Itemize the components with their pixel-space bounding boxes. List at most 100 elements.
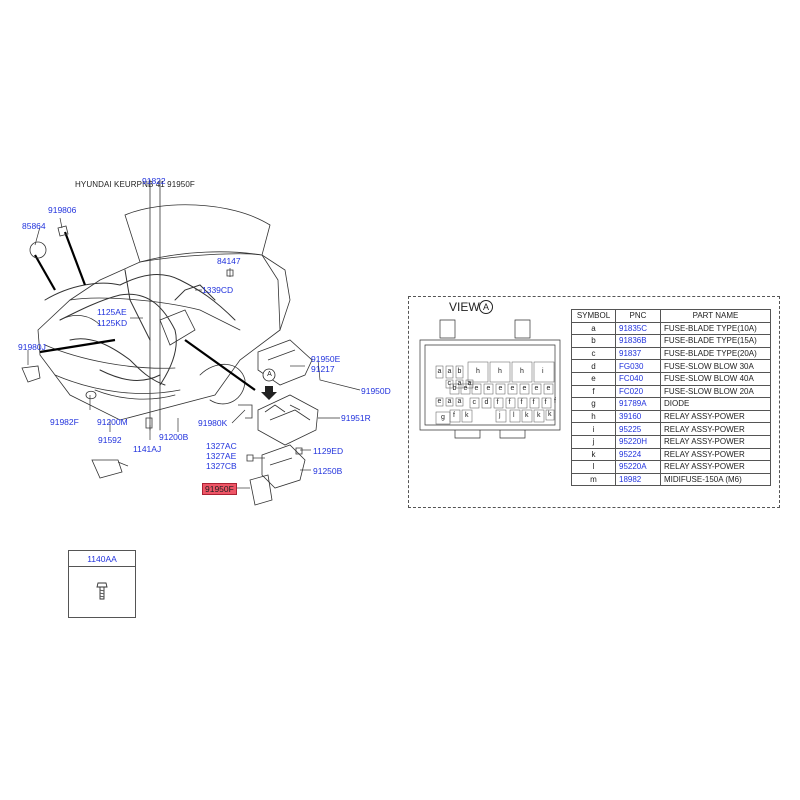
part-label-1129ED[interactable]: 1129ED [313,446,344,456]
row-symbol: a [571,321,616,336]
bolt-1141AJ [145,417,153,429]
row-pnc-link[interactable]: 39160 [615,409,661,424]
part-label-91250B[interactable]: 91250B [313,466,343,476]
fuse-slot-letter: a [447,398,452,405]
row-pnc-link[interactable]: 95220H [615,434,661,449]
fuse-slot [511,361,533,383]
row-pnc-link[interactable]: FC040 [615,371,661,386]
fuse-slot-letter: h [498,368,502,375]
row-pnc-link[interactable]: 91836B [615,334,661,348]
fuse-slot-letter: f [508,399,511,406]
part-label-1327AE[interactable]: 1327AE [206,451,237,461]
row-symbol: g [571,397,616,411]
row-symbol: f [571,384,616,399]
fuse-slot [461,409,473,423]
fuse-slot [449,383,460,395]
fuse-slot-letter: g [441,414,445,421]
row-part-name: DIODE [660,397,771,411]
fuse-slot [529,397,540,409]
part-label-91200M[interactable]: 91200M [97,417,128,427]
part-label-91822[interactable]: 91822 [142,176,166,186]
fuse-slot-letter: f [532,399,535,406]
car-body-outline [37,253,281,421]
row-part-name: FUSE-BLADE TYPE(20A) [660,346,771,361]
bolt-1129ED [295,447,303,455]
part-label-91950E[interactable]: 91950E [311,354,341,364]
header-part-name: PART NAME [660,309,771,323]
part-label-919806[interactable]: 919806 [48,205,77,215]
fuse-slot-letter: e [522,385,527,392]
symbol-table-header: SYMBOL PNC PART NAME [571,309,771,323]
row-pnc-link[interactable]: 95225 [615,422,661,436]
part-label-1125AE[interactable]: 1125AE [97,307,127,317]
row-symbol: c [571,346,616,361]
fuse-slot-letter: e [498,385,503,392]
part-label-91980K[interactable]: 91980K [198,418,228,428]
fuse-slot-letter: f [544,399,547,406]
fuse-slot-letter: i [542,368,544,375]
part-label-91951R[interactable]: 91951R [341,413,371,423]
part-label-91200B[interactable]: 91200B [159,432,189,442]
fuse-slot [455,365,464,379]
fuse-slot-grid [435,361,555,425]
fuse-slot-letter: b [457,368,462,375]
fuse-slot [533,409,545,423]
part-label-1339CD[interactable]: 1339CD [202,285,234,295]
row-pnc-link[interactable]: 91789A [615,397,661,411]
fuse-slot [445,365,454,379]
part-label-91982F[interactable]: 91982F [50,417,79,427]
row-symbol: l [571,460,616,474]
bolt-box-label[interactable]: 1140AA [68,550,136,566]
row-symbol: b [571,334,616,348]
part-label-1141AJ[interactable]: 1141AJ [133,444,162,454]
front-wheel [199,363,246,405]
bracket-91980J [21,365,41,383]
fuse-slot [489,361,511,383]
fuse-slot [519,383,530,395]
fuse-slot-letter: h [520,368,524,375]
part-label-91950F-highlighted[interactable]: 91950F [202,483,237,495]
row-symbol: m [571,472,616,487]
fuse-slot-letter: e [474,385,479,392]
part-label-91592[interactable]: 91592 [98,435,122,445]
fuse-slot [481,397,492,409]
callout-a-letter: A [267,371,272,378]
fuse-slot-letter: e [486,385,491,392]
part-label-1327AC[interactable]: 1327AC [206,441,237,451]
part-label-91217[interactable]: 91217 [311,364,335,374]
part-label-91980J[interactable]: 91980J [18,342,46,352]
fuse-slot [435,397,444,407]
part-label-1125KD[interactable]: 1125KD [97,318,128,328]
row-pnc-link[interactable]: 95220A [615,460,661,474]
row-part-name: MIDIFUSE-150A (M6) [660,472,771,487]
fuse-slot-letter: d [484,399,489,406]
fuse-slot-letter: k [548,411,552,418]
row-pnc-link[interactable]: FG030 [615,359,661,373]
part-label-84147[interactable]: 84147 [217,256,241,266]
header-pnc: PNC [615,309,661,323]
row-part-name: RELAY ASSY-POWER [660,409,771,424]
fuse-slot-letter: l [513,412,515,419]
part-label-1327CB[interactable]: 1327CB [206,461,237,471]
part-label-91950D[interactable]: 91950D [361,386,391,396]
header-symbol: SYMBOL [571,309,616,323]
fuse-slot [495,383,506,395]
bolt-icon [96,582,108,600]
fuse-slot [469,397,480,409]
fuse-slot-letter: f [453,412,455,419]
row-pnc-link[interactable]: 91837 [615,346,661,361]
row-symbol: i [571,422,616,436]
view-a-panel [408,296,780,508]
row-part-name: RELAY ASSY-POWER [660,422,771,436]
fuse-slot [445,397,454,407]
row-pnc-link[interactable]: 95224 [615,447,661,462]
row-pnc-link[interactable]: 18982 [615,472,661,487]
part-label-85864[interactable]: 85864 [22,221,46,231]
row-pnc-link[interactable]: 91835C [615,321,661,336]
row-pnc-link[interactable]: FC020 [615,384,661,399]
